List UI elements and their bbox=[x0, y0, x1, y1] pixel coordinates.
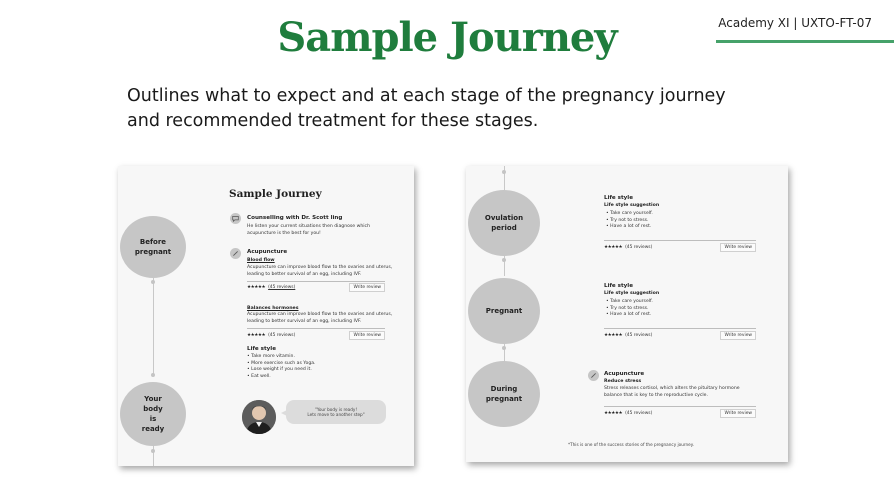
write-review-button[interactable]: Write review bbox=[720, 409, 756, 418]
review-row: ★★★★★(45 reviews) Write review bbox=[604, 331, 756, 340]
divider bbox=[604, 240, 756, 241]
hormones-line: Acupuncture can improve blood flow to th… bbox=[247, 312, 393, 317]
lifestyle-title: Life style bbox=[247, 346, 277, 352]
review-row: ★★★★★(45 reviews) Write review bbox=[604, 243, 756, 252]
blood-flow-line: Acupuncture can improve blood flow to th… bbox=[247, 265, 393, 270]
write-review-button[interactable]: Write review bbox=[720, 331, 756, 340]
divider bbox=[247, 281, 385, 282]
stage-ovulation-period[interactable]: Ovulation period bbox=[468, 190, 540, 256]
timeline-dot bbox=[151, 373, 155, 377]
lifestyle-item: Take care yourself. bbox=[606, 211, 653, 218]
stage-label: Before pregnant bbox=[134, 238, 172, 256]
lifestyle-item: Take more vitamin. bbox=[247, 354, 316, 361]
stage-label: Pregnant bbox=[485, 307, 523, 315]
acupuncture-title: Acupuncture bbox=[247, 249, 288, 255]
star-rating: ★★★★★ bbox=[247, 333, 266, 338]
star-rating: ★★★★★ bbox=[604, 333, 623, 338]
counselling-body: He listen your current situations then d… bbox=[247, 224, 370, 237]
bubble-line: Lets move to another step" bbox=[307, 412, 365, 417]
doctor-avatar bbox=[242, 400, 276, 434]
footnote: *This is one of the success stories of t… bbox=[568, 442, 694, 447]
slide-description: Outlines what to expect and at each stag… bbox=[127, 84, 767, 134]
stage-body-ready[interactable]: Your body is ready bbox=[120, 382, 186, 446]
lifestyle-item: Have a lot of rest. bbox=[606, 224, 653, 231]
stage-label: During pregnant bbox=[485, 385, 523, 403]
star-rating: ★★★★★ bbox=[247, 285, 266, 290]
lifestyle-item: More exercise such as Yoga. bbox=[247, 361, 315, 368]
timeline-dot bbox=[151, 449, 155, 453]
timeline-line bbox=[153, 276, 154, 376]
stage-before-pregnant[interactable]: Before pregnant bbox=[120, 216, 186, 278]
timeline-line bbox=[504, 254, 505, 276]
review-row: ★★★★★(45 reviews) Write review bbox=[247, 283, 385, 292]
blood-flow-body: Acupuncture can improve blood flow to th… bbox=[247, 265, 392, 278]
course-underline bbox=[716, 40, 894, 43]
lifestyle-title: Life style bbox=[604, 283, 634, 289]
course-code: Academy XI | UXTO-FT-07 bbox=[718, 16, 872, 30]
acupuncture-body: Stress releases cortisol, which alters t… bbox=[604, 386, 740, 399]
timeline-dot bbox=[502, 170, 506, 174]
counselling-body-line: acupuncture is the best for you! bbox=[247, 230, 321, 236]
review-row: ★★★★★(45 reviews) Write review bbox=[247, 331, 385, 340]
speech-bubble: "Your body is ready! Lets move to anothe… bbox=[281, 400, 386, 424]
stage-during-pregnant[interactable]: During pregnant bbox=[468, 361, 540, 427]
balances-hormones-body: Acupuncture can improve blood flow to th… bbox=[247, 312, 392, 325]
acupuncture-line: balance that is key to the reproductive … bbox=[604, 392, 708, 398]
write-review-button[interactable]: Write review bbox=[349, 331, 385, 340]
acupuncture-line: Stress releases cortisol, which alters t… bbox=[604, 386, 740, 391]
stage-label: Your body is ready bbox=[141, 395, 165, 433]
slide-title: Sample Journey bbox=[277, 14, 617, 61]
divider bbox=[247, 328, 385, 329]
card-title: Sample Journey bbox=[229, 188, 322, 200]
lifestyle-item: Lose weight if you need it. bbox=[247, 367, 316, 374]
needle-icon bbox=[588, 370, 599, 381]
lifestyle-title: Life style bbox=[604, 195, 634, 201]
review-count[interactable]: (45 reviews) bbox=[625, 411, 653, 416]
lifestyle-item: Try not to stress. bbox=[606, 218, 653, 225]
lifestyle-item: Try not to stress. bbox=[606, 306, 653, 313]
counselling-body-line: He listen your current situations then d… bbox=[247, 224, 370, 229]
lifestyle-item: Take care yourself. bbox=[606, 299, 653, 306]
journey-card-right: Ovulation period Pregnant During pregnan… bbox=[466, 166, 788, 462]
description-line-1: Outlines what to expect and at each stag… bbox=[127, 86, 726, 106]
star-rating: ★★★★★ bbox=[604, 411, 623, 416]
chat-icon bbox=[230, 213, 241, 224]
reduce-stress-label: Reduce stress bbox=[604, 379, 642, 384]
blood-flow-label: Blood flow bbox=[247, 258, 275, 263]
timeline-line bbox=[153, 444, 154, 466]
lifestyle-subtitle: Life style suggestion bbox=[604, 291, 660, 296]
review-count[interactable]: (45 reviews) bbox=[625, 333, 653, 338]
write-review-button[interactable]: Write review bbox=[720, 243, 756, 252]
balances-hormones-label: Balances hormones bbox=[247, 306, 299, 311]
needle-icon bbox=[230, 248, 241, 259]
description-line-2: and recommended treatment for these stag… bbox=[127, 111, 539, 131]
stage-label: Ovulation period bbox=[484, 214, 524, 232]
counselling-title: Counselling with Dr. Scott ling bbox=[247, 215, 343, 221]
blood-flow-line: leading to better survival of an egg, in… bbox=[247, 271, 362, 277]
lifestyle-list: Take more vitamin. More exercise such as… bbox=[247, 354, 316, 381]
star-rating: ★★★★★ bbox=[604, 245, 623, 250]
lifestyle-item: Eat well. bbox=[247, 374, 316, 381]
acupuncture-title: Acupuncture bbox=[604, 371, 645, 377]
write-review-button[interactable]: Write review bbox=[349, 283, 385, 292]
timeline-dot bbox=[502, 346, 506, 350]
lifestyle-list: Take care yourself. Try not to stress. H… bbox=[606, 299, 653, 319]
review-count[interactable]: (45 reviews) bbox=[268, 285, 296, 290]
lifestyle-subtitle: Life style suggestion bbox=[604, 203, 660, 208]
review-count[interactable]: (45 reviews) bbox=[625, 245, 653, 250]
timeline-dot bbox=[502, 258, 506, 262]
hormones-line: leading to better survival of an egg, in… bbox=[247, 318, 362, 324]
lifestyle-item: Have a lot of rest. bbox=[606, 312, 653, 319]
review-row: ★★★★★(45 reviews) Write review bbox=[604, 409, 756, 418]
divider bbox=[604, 406, 756, 407]
stage-pregnant[interactable]: Pregnant bbox=[468, 278, 540, 344]
journey-card-left: Before pregnant Your body is ready Sampl… bbox=[118, 166, 414, 466]
divider bbox=[604, 328, 756, 329]
timeline-dot bbox=[151, 280, 155, 284]
timeline-line bbox=[504, 166, 505, 192]
timeline-line bbox=[504, 342, 505, 362]
review-count[interactable]: (45 reviews) bbox=[268, 333, 296, 338]
bubble-line: "Your body is ready! bbox=[314, 406, 358, 412]
lifestyle-list: Take care yourself. Try not to stress. H… bbox=[606, 211, 653, 231]
